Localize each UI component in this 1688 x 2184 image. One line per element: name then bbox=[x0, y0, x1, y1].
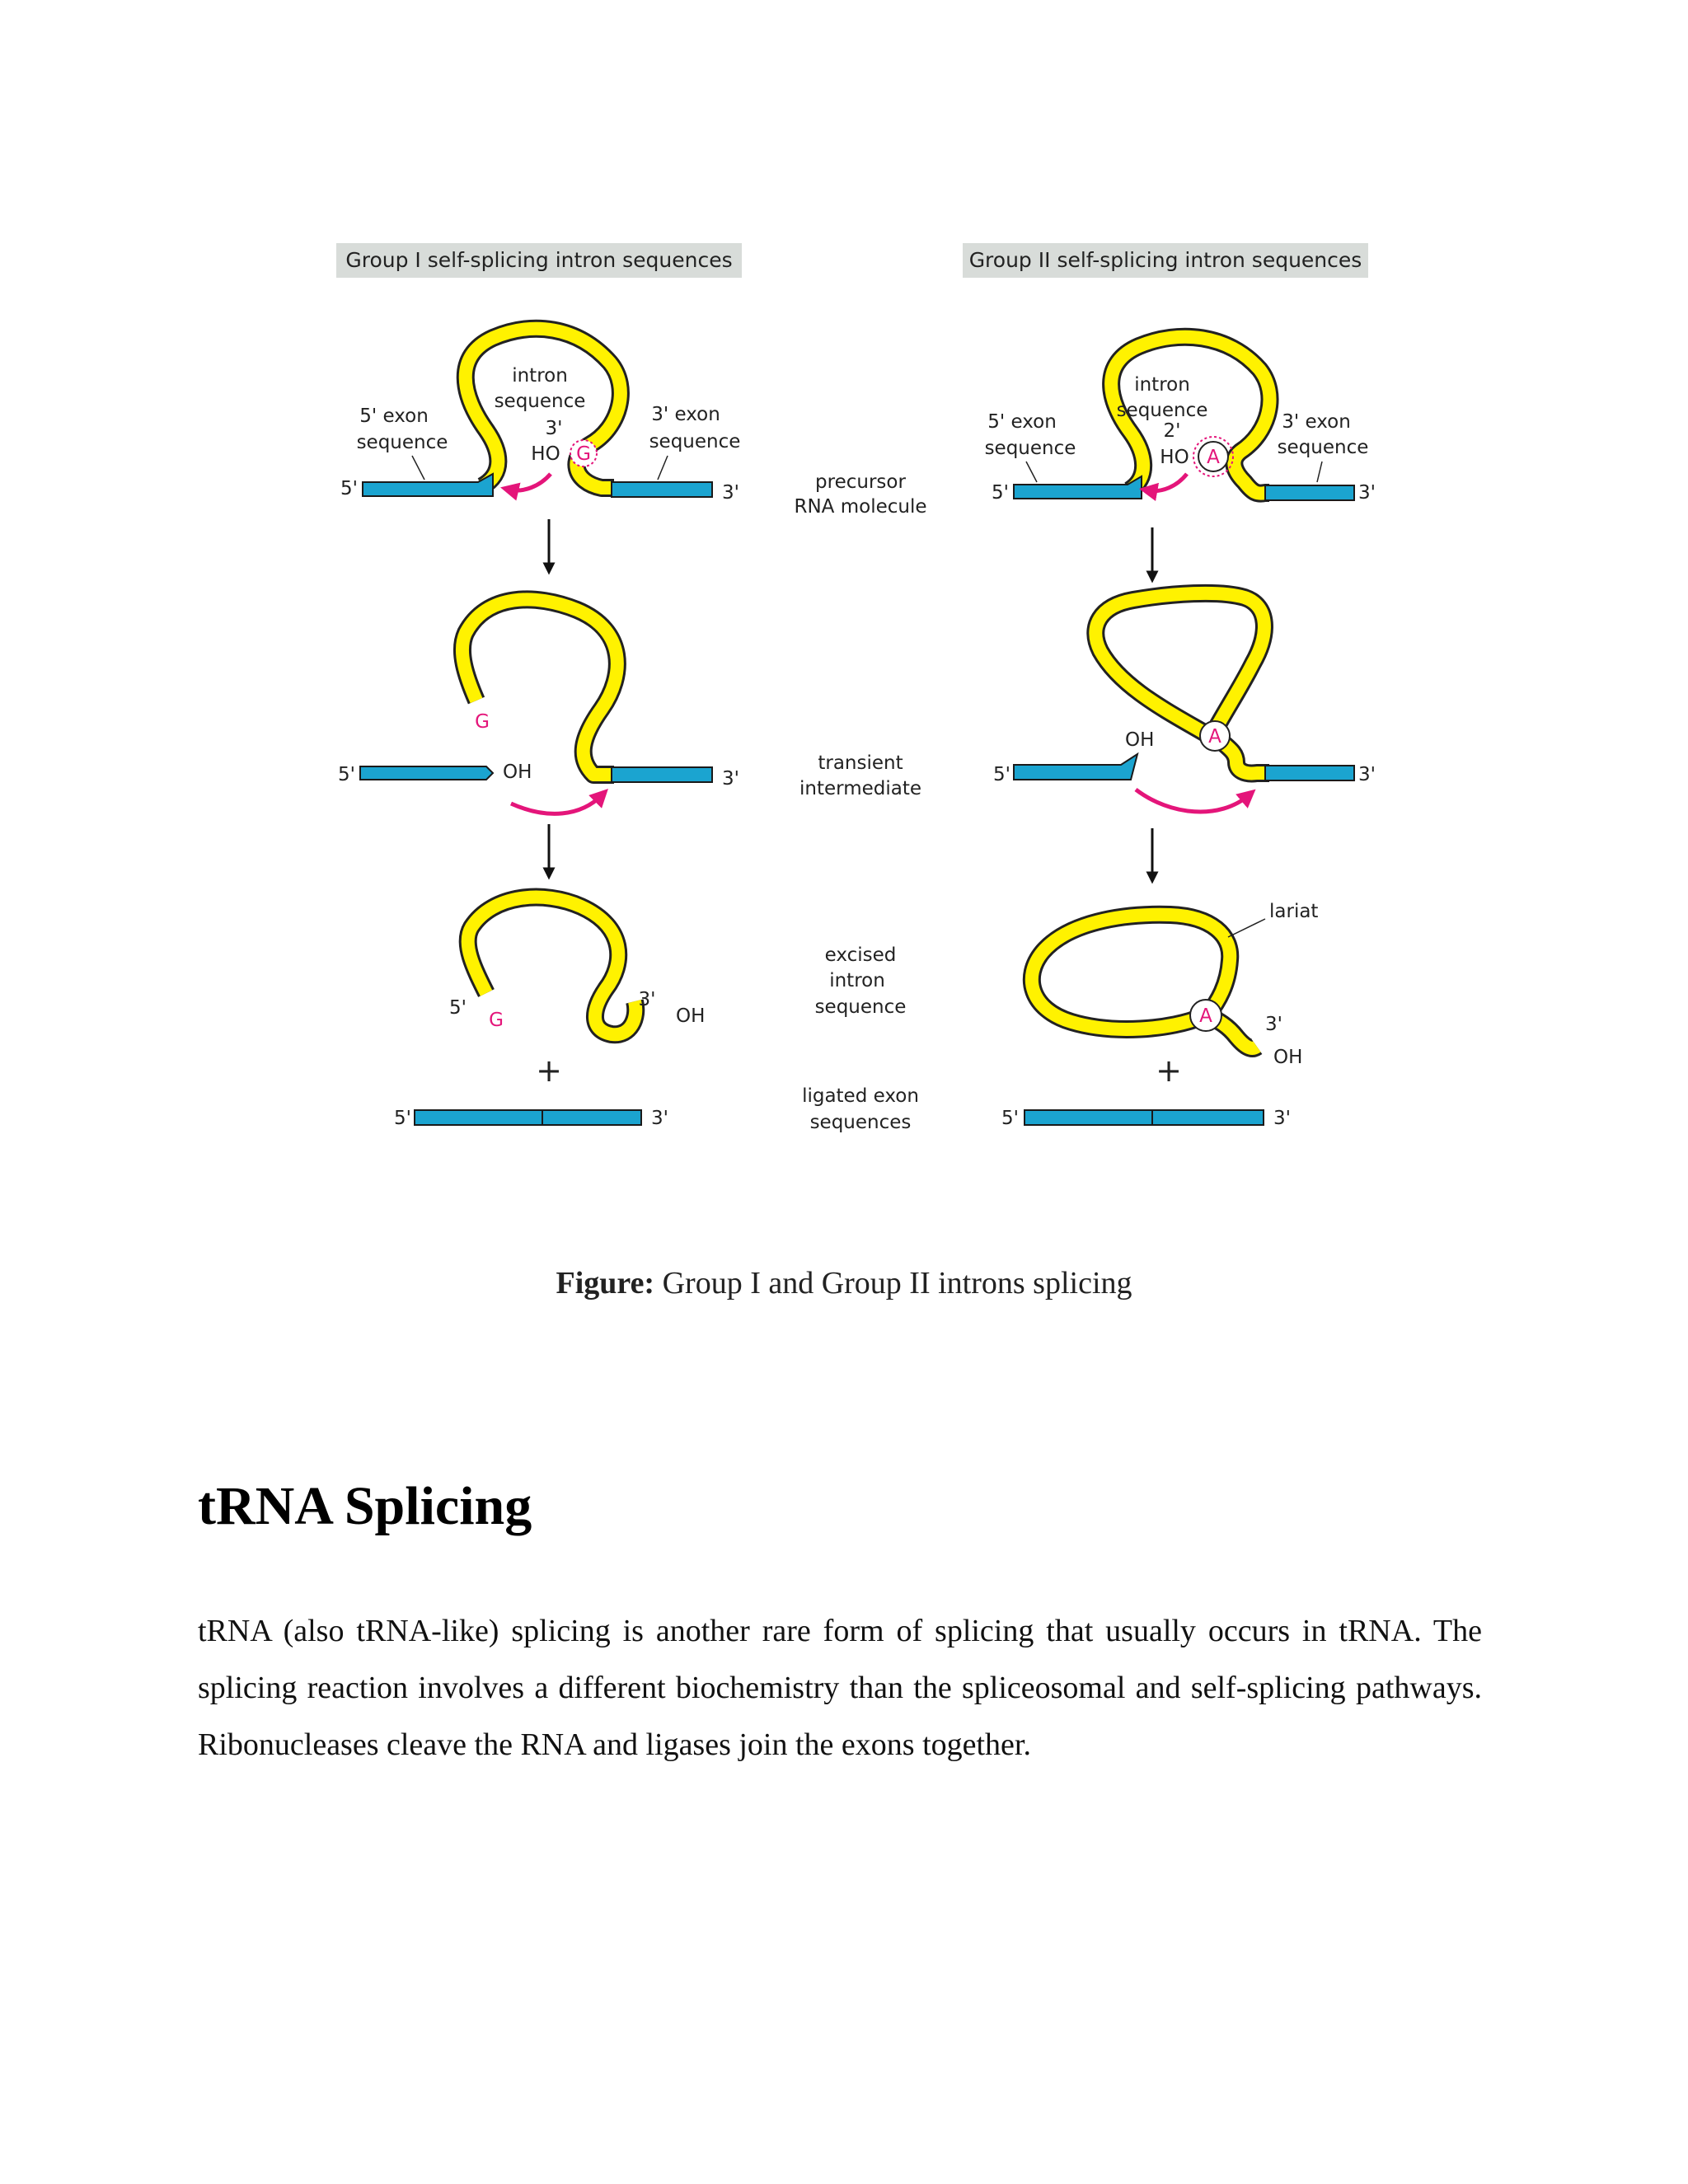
group1-ligated-prime3: 3' bbox=[651, 1108, 668, 1129]
group2-intron-label: intron bbox=[1134, 374, 1190, 396]
group1-ligated-prime5: 5' bbox=[394, 1108, 411, 1129]
group2-transient-oh: OH bbox=[1125, 729, 1154, 751]
group2-sequence-label: sequence bbox=[1117, 400, 1208, 421]
group1-excised-g: G bbox=[489, 1010, 504, 1031]
group2-precursor-exon3 bbox=[1264, 485, 1355, 501]
group1-g-nucleotide: G bbox=[576, 443, 591, 465]
stage-precursor-line2: RNA molecule bbox=[794, 496, 926, 518]
group2-lariat-three: 3' bbox=[1265, 1014, 1282, 1035]
stage-ligated-line1: ligated exon bbox=[802, 1085, 919, 1107]
group2-transient-exon3 bbox=[1264, 765, 1355, 781]
stage-transient-line1: transient bbox=[818, 752, 903, 774]
group1-intron-label: intron bbox=[512, 365, 568, 387]
splicing-figure: Group I self-splicing intron sequences i… bbox=[336, 243, 1376, 1133]
caption-text: Group I and Group II introns splicing bbox=[654, 1266, 1132, 1301]
group1-precursor-exon3 bbox=[611, 481, 713, 498]
group1-precursor-exon5 bbox=[362, 472, 494, 497]
group1-header-box bbox=[336, 243, 742, 278]
stage-precursor-line1: precursor bbox=[815, 471, 906, 493]
group1-ligated-exon3 bbox=[542, 1109, 642, 1126]
group2-precursor-exon5 bbox=[1013, 475, 1142, 499]
group2-ligated-exon3 bbox=[1151, 1109, 1264, 1126]
group2-lariat-a: A bbox=[1199, 1005, 1212, 1027]
group2-attack-arrow bbox=[1138, 472, 1189, 502]
group2-exon3-seq-label: sequence bbox=[1278, 437, 1369, 458]
group1-prime5-label: 5' bbox=[340, 478, 358, 499]
group1-excised-prime5: 5' bbox=[449, 997, 467, 1019]
group1-exon3-seq-label: sequence bbox=[649, 431, 741, 452]
group1-excised-oh: OH bbox=[676, 1005, 705, 1027]
group2-ho-label: HO bbox=[1160, 447, 1189, 468]
group2-transient-prime5: 5' bbox=[993, 764, 1010, 785]
section-title: tRNA Splicing bbox=[198, 1476, 532, 1536]
group1-exon5-seq-label: sequence bbox=[357, 432, 448, 453]
group2-two-prime-label: 2' bbox=[1164, 420, 1181, 442]
group2-ligated-exon5 bbox=[1024, 1109, 1153, 1126]
stage-excised-line2: intron bbox=[829, 970, 885, 991]
group2-panel: Group II self-splicing intron sequences … bbox=[963, 243, 1376, 1129]
group1-transient-exon3 bbox=[611, 766, 713, 783]
stage-ligated-line2: sequences bbox=[810, 1112, 912, 1133]
section-body: tRNA (also tRNA-like) splicing is anothe… bbox=[198, 1614, 1482, 1762]
group2-header: Group II self-splicing intron sequences bbox=[969, 248, 1362, 272]
figure-caption: Figure: Group I and Group II introns spl… bbox=[0, 1265, 1688, 1301]
group2-transient-a: A bbox=[1208, 726, 1221, 748]
group1-transient-prime3: 3' bbox=[722, 768, 739, 790]
group1-exon3-label: 3' exon bbox=[651, 404, 720, 425]
group1-transient-oh: OH bbox=[503, 762, 532, 783]
group2-plus: + bbox=[1156, 1052, 1182, 1089]
group1-panel: Group I self-splicing intron sequences i… bbox=[336, 243, 742, 1129]
group2-ligated-prime5: 5' bbox=[1001, 1108, 1019, 1129]
group1-ligated-exon5 bbox=[414, 1109, 543, 1126]
group2-ligated-prime3: 3' bbox=[1273, 1108, 1291, 1129]
group2-header-box bbox=[963, 243, 1368, 278]
group1-transient-g: G bbox=[475, 711, 490, 733]
group1-plus: + bbox=[536, 1052, 562, 1089]
group2-lariat-label: lariat bbox=[1269, 901, 1318, 922]
group1-ligation-arrow bbox=[509, 789, 608, 816]
group2-exon5-seq-label: sequence bbox=[985, 438, 1076, 459]
group1-exon5-label: 5' exon bbox=[359, 405, 429, 427]
group1-three-prime-label: 3' bbox=[546, 418, 563, 439]
group2-exon3-label: 3' exon bbox=[1282, 411, 1351, 433]
group2-ligation-arrow bbox=[1134, 788, 1256, 814]
group2-transient-prime3: 3' bbox=[1358, 764, 1376, 785]
group1-transient-prime5: 5' bbox=[338, 764, 355, 785]
caption-label: Figure: bbox=[556, 1266, 655, 1301]
group1-header: Group I self-splicing intron sequences bbox=[345, 248, 732, 272]
group1-sequence-label: sequence bbox=[495, 391, 586, 412]
group2-lariat-oh: OH bbox=[1273, 1047, 1302, 1068]
stage-excised-line1: excised bbox=[825, 944, 897, 966]
group1-prime3-label: 3' bbox=[722, 482, 739, 504]
group2-prime3-label: 3' bbox=[1358, 482, 1376, 504]
stage-excised-line3: sequence bbox=[815, 996, 907, 1018]
group1-transient-exon5 bbox=[359, 766, 495, 780]
stage-labels: precursor RNA molecule transient interme… bbox=[794, 471, 926, 1133]
group2-exon5-label: 5' exon bbox=[987, 411, 1057, 433]
group1-excised-three: 3' bbox=[639, 989, 656, 1010]
group2-prime5-label: 5' bbox=[992, 482, 1009, 504]
stage-transient-line2: intermediate bbox=[799, 778, 921, 799]
group2-a-nucleotide: A bbox=[1207, 447, 1220, 468]
group1-ho-label: HO bbox=[531, 443, 560, 465]
group1-attack-arrow bbox=[500, 472, 552, 501]
group2-transient-exon5 bbox=[1013, 752, 1139, 780]
